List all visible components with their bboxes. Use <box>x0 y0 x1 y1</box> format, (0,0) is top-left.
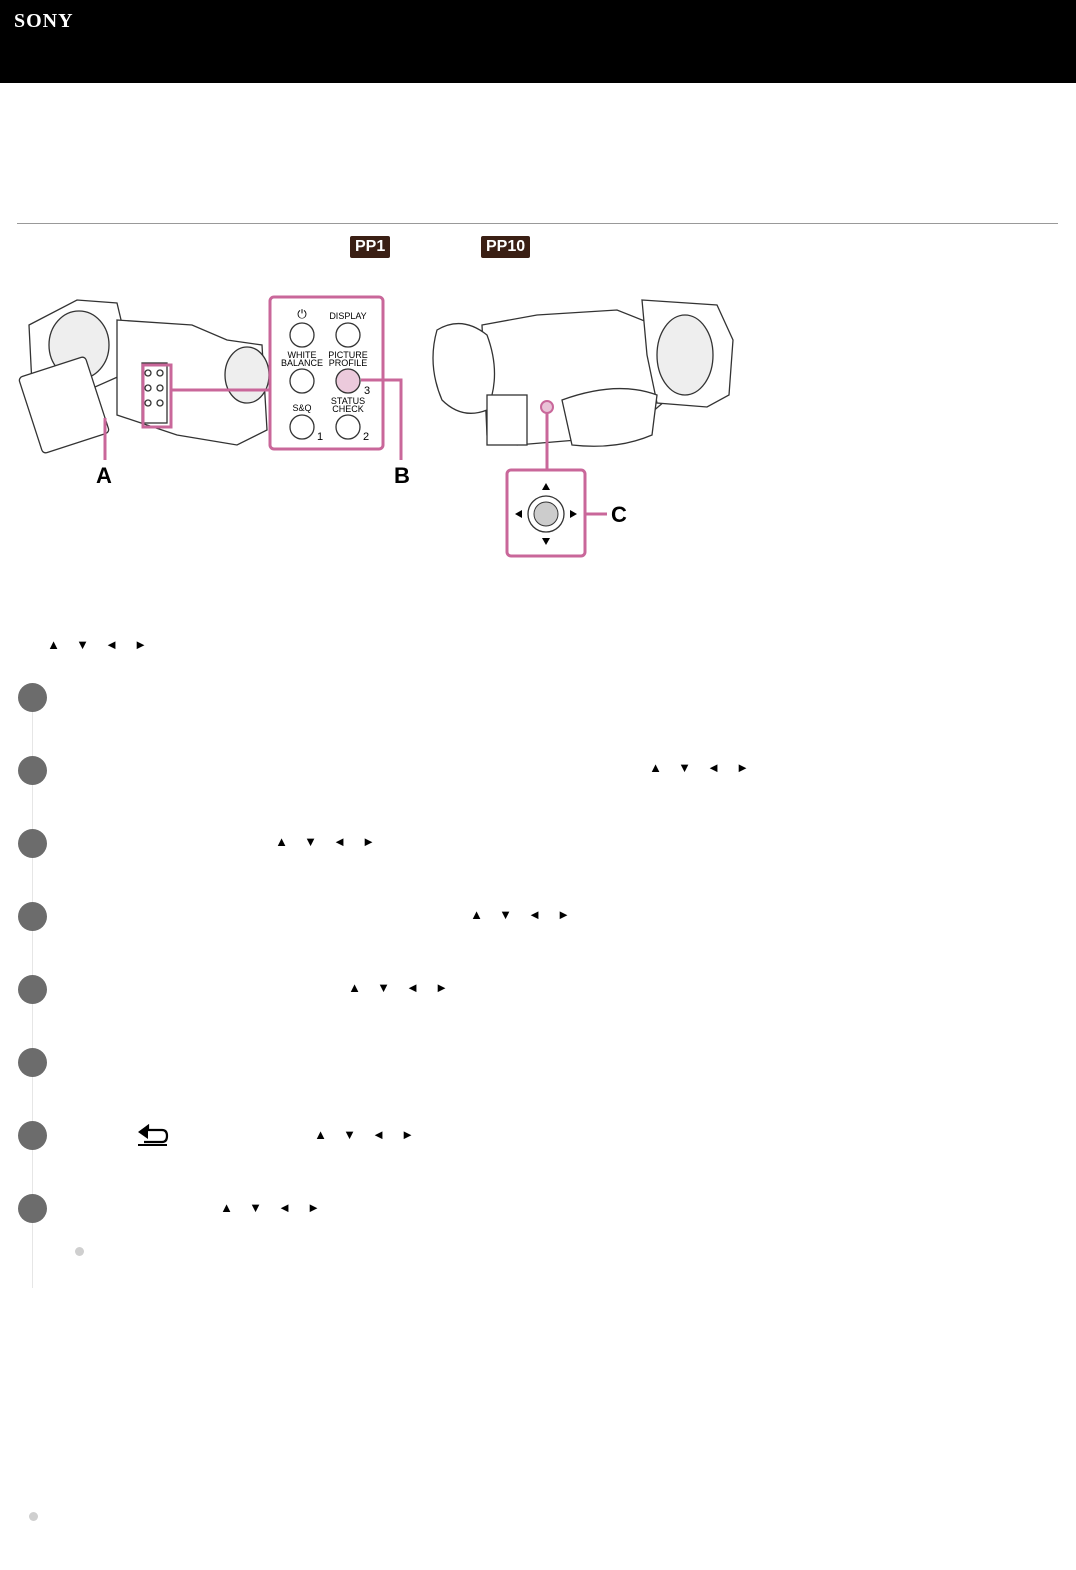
svg-text:WHITE: WHITE <box>288 350 317 360</box>
pp10-badge: PP10 <box>481 236 531 258</box>
button-panel-highlight <box>141 363 173 429</box>
back-icon <box>138 1124 169 1146</box>
step-6-marker <box>18 1048 47 1077</box>
camcorder-illustration: A ⏻ DISPLAY WHITE BALANCE PICTURE PROFIL… <box>18 295 734 558</box>
arrow-glyphs-step-5: ▲▼◄► <box>348 980 450 995</box>
display-label: DISPLAY <box>329 311 366 321</box>
step-8-marker <box>18 1194 47 1223</box>
callout-b-label: B <box>394 463 410 488</box>
step-2-marker <box>18 756 47 785</box>
arrow-glyphs-step-8: ▲▼◄► <box>220 1200 322 1215</box>
title-divider <box>17 223 1058 224</box>
callout-c-label: C <box>611 502 627 527</box>
power-symbol: ⏻ <box>297 307 307 321</box>
step-1-marker <box>18 683 47 712</box>
status-check-button <box>335 414 361 440</box>
footer-bullet <box>29 1512 38 1521</box>
arrow-glyphs-step-4: ▲▼◄► <box>470 907 572 922</box>
arrow-glyphs-intro: ▲▼◄► <box>47 637 149 652</box>
multi-selector-center <box>533 501 559 527</box>
callout-b-line <box>361 378 403 460</box>
step-5-marker <box>18 975 47 1004</box>
power-button <box>289 322 315 348</box>
picture-profile-button <box>335 368 361 394</box>
arrow-glyphs-step-7: ▲▼◄► <box>314 1127 416 1142</box>
white-balance-button <box>289 368 315 394</box>
multi-selector-location <box>540 400 554 414</box>
svg-text:S&Q: S&Q <box>292 403 311 413</box>
sq-button <box>289 414 315 440</box>
sony-logo: SONY <box>14 10 74 32</box>
arrow-glyphs-step-3: ▲▼◄► <box>275 834 377 849</box>
arrow-glyphs-step-2: ▲▼◄► <box>649 760 751 775</box>
svg-text:PICTURE: PICTURE <box>328 350 368 360</box>
svg-text:PROFILE: PROFILE <box>329 358 368 368</box>
svg-text:3: 3 <box>364 385 370 397</box>
step-4-marker <box>18 902 47 931</box>
svg-text:CHECK: CHECK <box>332 404 364 414</box>
note-bullet <box>75 1247 84 1256</box>
header-bar: SONY <box>0 0 1076 83</box>
callout-a-label: A <box>96 463 112 488</box>
svg-text:BALANCE: BALANCE <box>281 358 323 368</box>
svg-text:2: 2 <box>363 431 369 443</box>
svg-text:1: 1 <box>317 431 323 443</box>
pp1-badge: PP1 <box>350 236 391 258</box>
camcorder-right <box>432 299 734 447</box>
step-7-marker <box>18 1121 47 1150</box>
step-3-marker <box>18 829 47 858</box>
display-button <box>335 322 361 348</box>
svg-text:STATUS: STATUS <box>331 396 365 406</box>
